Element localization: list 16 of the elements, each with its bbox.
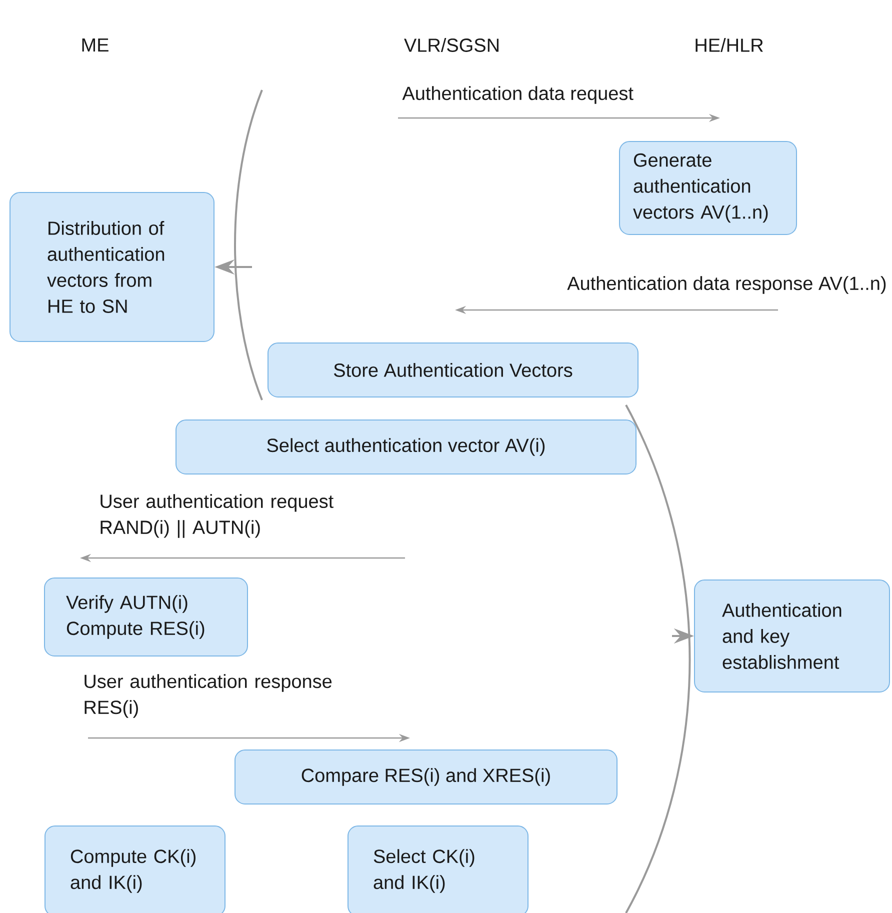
process-box: Compute CK(i) and IK(i) (44, 826, 226, 913)
process-box: Select CK(i) and IK(i) (348, 826, 528, 913)
process-box: Generate authentication vectors AV(1..n) (619, 141, 797, 235)
column-header: VLR/SGSN (404, 38, 498, 52)
message-label: Authentication data response AV(1..n) (567, 276, 886, 294)
message-label: User authentication request RAND(i) || AUTN(i) (100, 494, 334, 538)
process-box: Store Authentication Vectors (268, 342, 638, 398)
process-box: Compare RES(i) and XRES(i) (234, 750, 618, 804)
process-box: Distribution of authentication vectors from HE to SN (10, 192, 214, 342)
process-box: Select authentication vector AV(i) (176, 420, 636, 474)
column-header: HE/HLR (696, 38, 763, 52)
process-box: Authentication and key establishment (694, 580, 890, 692)
column-header: ME (82, 38, 108, 52)
process-box: Verify AUTN(i) Compute RES(i) (44, 578, 248, 656)
message-label: User authentication response RES(i) (84, 674, 332, 718)
message-label: Authentication data request (402, 86, 634, 104)
